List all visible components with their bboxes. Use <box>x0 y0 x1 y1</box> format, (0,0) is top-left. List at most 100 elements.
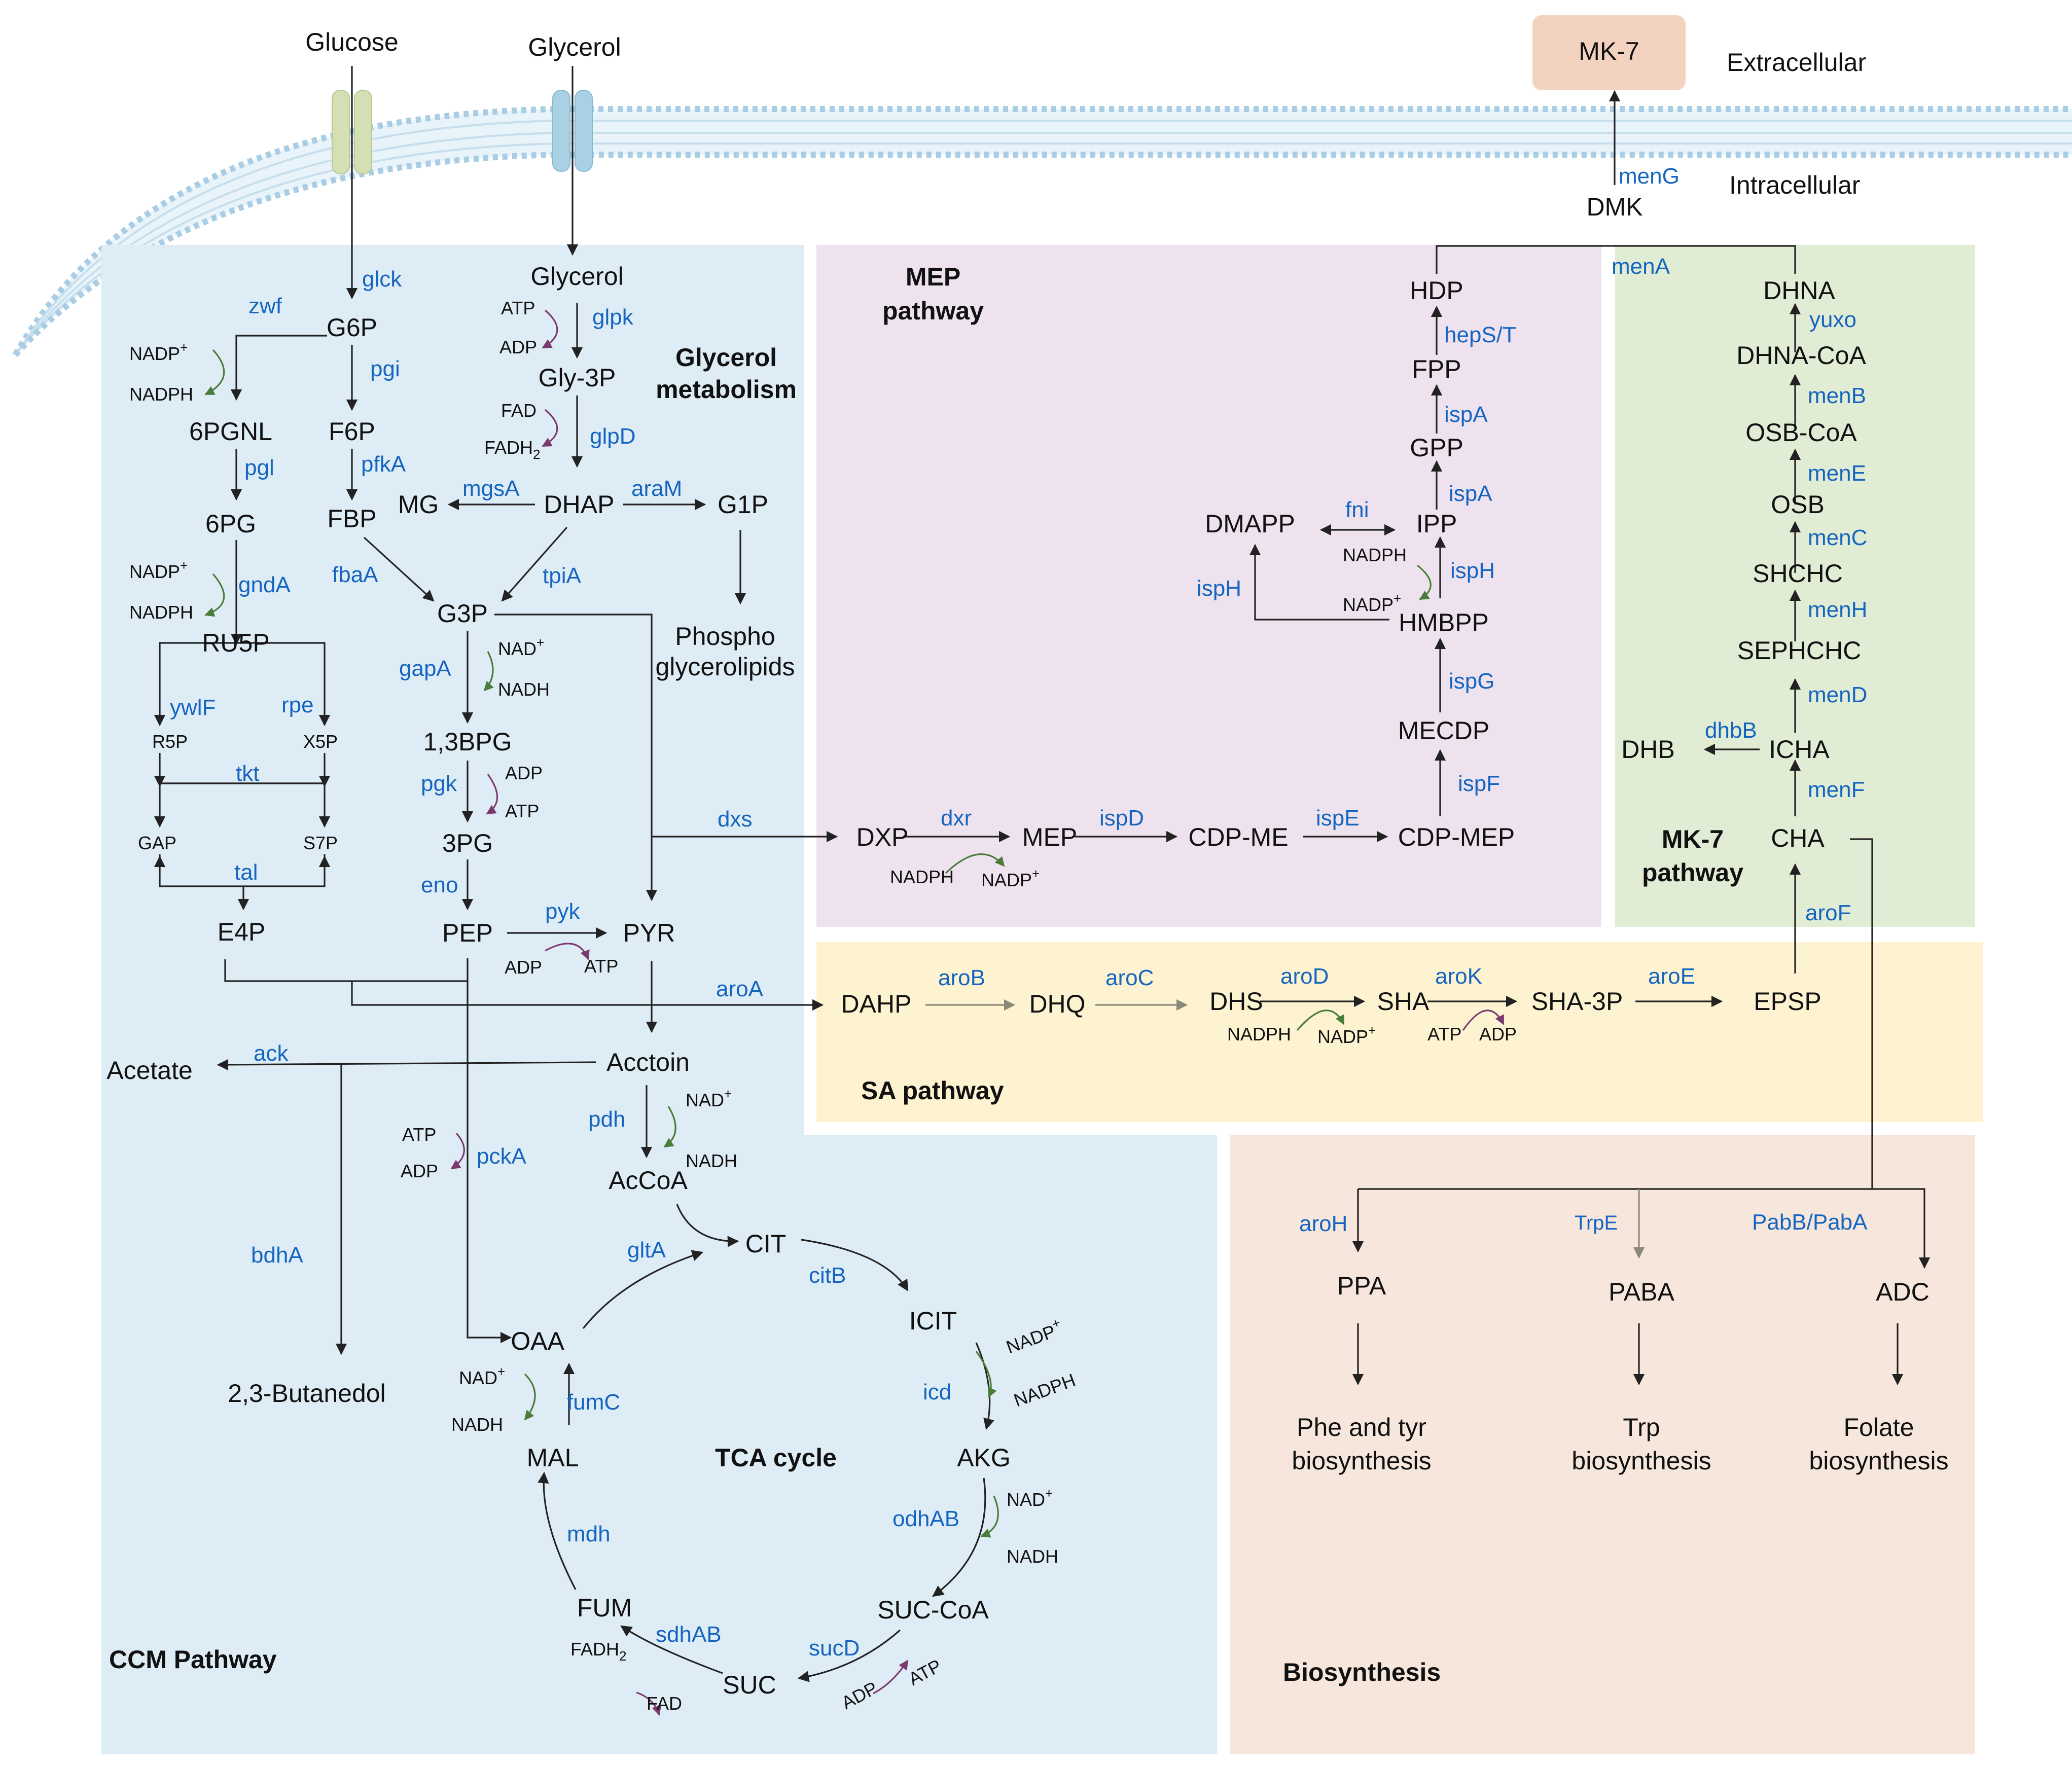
enzyme-ispe: ispE <box>1316 806 1360 831</box>
enzyme-pgk: pgk <box>421 771 457 796</box>
metabolite-g1p: G1P <box>718 490 768 519</box>
enzyme-menc: menC <box>1808 525 1867 550</box>
cofactor-nad: NAD+ <box>498 635 544 659</box>
enzyme-meng: menG <box>1619 164 1680 189</box>
metabolite-icit: ICIT <box>909 1307 957 1335</box>
cofactor-nad: NAD+ <box>459 1364 505 1388</box>
enzyme-glpd: glpD <box>590 424 636 449</box>
enzyme-eno: eno <box>421 873 458 897</box>
cofactor-curves <box>204 309 1505 1716</box>
enzyme-ispa-1: ispA <box>1449 481 1492 506</box>
enzyme-aroa: aroA <box>716 977 764 1001</box>
enzyme-icd: icd <box>923 1380 951 1404</box>
metabolite-dmapp: DMAPP <box>1205 510 1295 538</box>
enzyme-mgsa: mgsA <box>462 476 520 501</box>
metabolite-fpp: FPP <box>1412 355 1461 383</box>
sa-region <box>816 942 1983 1122</box>
metabolite-hmbpp: HMBPP <box>1399 608 1489 637</box>
cofactor-atp: ATP <box>584 956 618 977</box>
metabolite-shchc: SHCHC <box>1753 559 1843 588</box>
cofactor-nadph: NADPH <box>129 602 193 623</box>
metabolite-mecdp: MECDP <box>1398 716 1490 745</box>
mk7-title-1: MK-7 <box>1662 825 1724 853</box>
glycerol-title-1: Glycerol <box>675 343 777 372</box>
enzyme-dxs: dxs <box>718 807 752 832</box>
glycerol-title-2: metabolism <box>656 375 797 404</box>
metabolite-adc: ADC <box>1876 1278 1930 1306</box>
enzyme-aram: araM <box>631 476 682 501</box>
metabolite-r5p: R5P <box>152 731 188 752</box>
metabolite-sha: SHA <box>1377 987 1430 1016</box>
metabolite-gap: GAP <box>138 833 176 853</box>
metabolite-f6p: F6P <box>329 417 375 446</box>
metabolite-cdpmep: CDP-MEP <box>1398 823 1515 851</box>
enzyme-pgl: pgl <box>244 455 274 480</box>
enzyme-glta: gltA <box>627 1238 666 1263</box>
metabolite-6pgnl: 6PGNL <box>189 417 272 446</box>
metabolite-ipp: IPP <box>1416 510 1457 538</box>
enzyme-isph-2: ispH <box>1197 576 1241 601</box>
metabolite-dhb: DHB <box>1621 735 1675 764</box>
metabolite-fum: FUM <box>577 1594 632 1622</box>
mk7-product: MK-7 <box>1579 37 1639 65</box>
metabolite-dahp: DAHP <box>841 990 912 1018</box>
trp-biosynthesis-2: biosynthesis <box>1571 1447 1711 1475</box>
enzyme-dxr: dxr <box>941 806 972 831</box>
metabolite-6pg: 6PG <box>205 510 256 538</box>
enzyme-fumc: fumC <box>567 1390 620 1415</box>
metabolite-oaa: OAA <box>511 1327 564 1355</box>
cofactor-nadph: NADPH <box>129 384 193 405</box>
enzyme-glck: glck <box>362 267 402 292</box>
enzyme-fbaa: fbaA <box>332 562 378 587</box>
cofactor-fadh2: FADH2 <box>570 1639 626 1664</box>
enzyme-menf: menF <box>1808 777 1865 802</box>
reaction-arrows <box>154 66 1931 1682</box>
tca-title: TCA cycle <box>715 1444 837 1472</box>
metabolite-acetate: Acetate <box>106 1056 193 1085</box>
enzyme-gapa: gapA <box>399 656 451 681</box>
enzyme-pabba: PabB/PabA <box>1752 1210 1868 1235</box>
glucose-label: Glucose <box>305 28 398 56</box>
metabolite-dhnacoa: DHNA-CoA <box>1736 341 1866 370</box>
cofactor-atp: ATP <box>501 298 535 318</box>
ccm-region <box>101 245 1217 1754</box>
cofactor-atp: ATP <box>402 1124 436 1145</box>
metabolite-dhq: DHQ <box>1029 990 1085 1018</box>
mk7-product-box <box>1532 15 1686 90</box>
cofactor-nad: NAD+ <box>686 1086 732 1110</box>
enzyme-sdhab: sdhAB <box>656 1622 722 1647</box>
metabolite-mg: MG <box>398 490 439 519</box>
enzyme-mdh: mdh <box>567 1522 611 1546</box>
cofactor-adp: ADP <box>505 957 542 978</box>
compartment-labels: Glucose Glycerol MK-7 Extracellular Intr… <box>305 28 1866 221</box>
metabolite-dhap: DHAP <box>544 490 615 519</box>
metabolite-accoa: AcCoA <box>609 1166 688 1195</box>
mep-title-1: MEP <box>906 263 960 291</box>
enzyme-glpk: glpk <box>592 305 634 330</box>
enzyme-menh: menH <box>1808 597 1867 622</box>
sa-title: SA pathway <box>861 1076 1004 1105</box>
metabolite-cdpme: CDP-ME <box>1188 823 1288 851</box>
enzyme-gnda: gndA <box>238 572 291 597</box>
extracellular-label: Extracellular <box>1727 48 1866 77</box>
metabolite-g3p: G3P <box>437 599 488 628</box>
cofactor-nadph: NADPH <box>890 867 954 887</box>
enzyme-tpia: tpiA <box>543 563 581 588</box>
cofactor-nadp: NADP+ <box>129 558 188 582</box>
mep-title-2: pathway <box>882 297 984 325</box>
metabolite-gly3p: Gly-3P <box>539 364 616 392</box>
metabolite-e4p: E4P <box>218 918 266 946</box>
cofactor-nad: NAD+ <box>1007 1486 1053 1510</box>
cofactor-adp: ADP <box>1479 1024 1517 1044</box>
phospho-1: Phospho <box>675 622 775 651</box>
enzyme-ispa-2: ispA <box>1444 402 1488 427</box>
cell-membrane <box>12 106 2072 357</box>
phospho-2: glycerolipids <box>655 653 795 681</box>
metabolite-pyr: PYR <box>623 919 675 947</box>
metabolite-pep: PEP <box>442 919 493 947</box>
cofactor-adp: ADP <box>505 763 543 783</box>
enzyme-aroh: aroH <box>1299 1211 1347 1236</box>
metabolite-ru5p: RU5P <box>202 629 269 657</box>
enzyme-menb: menB <box>1808 383 1866 408</box>
